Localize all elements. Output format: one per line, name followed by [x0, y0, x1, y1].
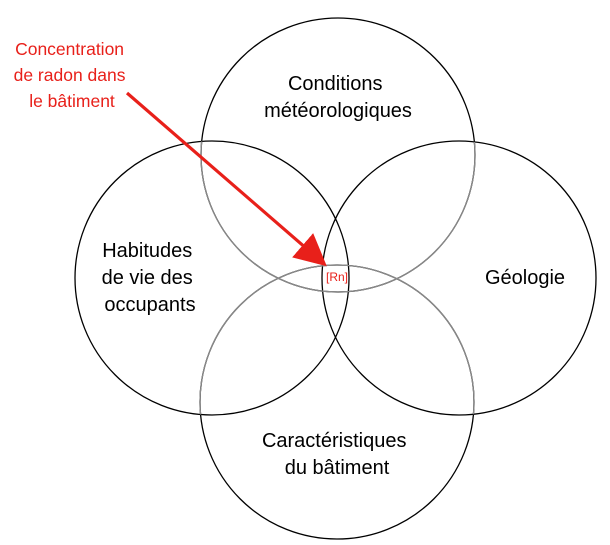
label-geologie: Géologie [485, 267, 565, 289]
annotation-line-3: le bâtiment [29, 91, 115, 111]
label-conditions-line-1: Conditions [288, 73, 383, 95]
overlap-arcs [199, 141, 476, 415]
label-conditions: Conditions météorologiques [264, 73, 412, 122]
label-habitudes: Habitudes de vie des occupants [102, 240, 199, 316]
center-label: [Rn] [326, 270, 348, 284]
annotation-line-2: de radon dans [14, 65, 126, 85]
circle-conditions [200, 17, 476, 293]
circle-geologie [321, 140, 597, 416]
label-caracteristiques-line-1: Caractéristiques [262, 430, 407, 452]
circle-habitudes [74, 140, 350, 416]
label-caracteristiques: Caractéristiques du bâtiment [262, 430, 412, 479]
label-conditions-line-2: météorologiques [264, 100, 412, 122]
label-habitudes-line-3: occupants [104, 294, 195, 316]
label-geologie-line-1: Géologie [485, 267, 565, 289]
annotation-text: Concentration de radon dans le bâtiment [14, 39, 131, 111]
annotation-line-1: Concentration [15, 39, 124, 59]
circle-caracteristiques [199, 264, 475, 540]
annotation-arrow [125, 91, 327, 267]
label-habitudes-line-2: de vie des [102, 267, 193, 289]
label-habitudes-line-1: Habitudes [102, 240, 192, 262]
label-caracteristiques-line-2: du bâtiment [285, 457, 390, 479]
